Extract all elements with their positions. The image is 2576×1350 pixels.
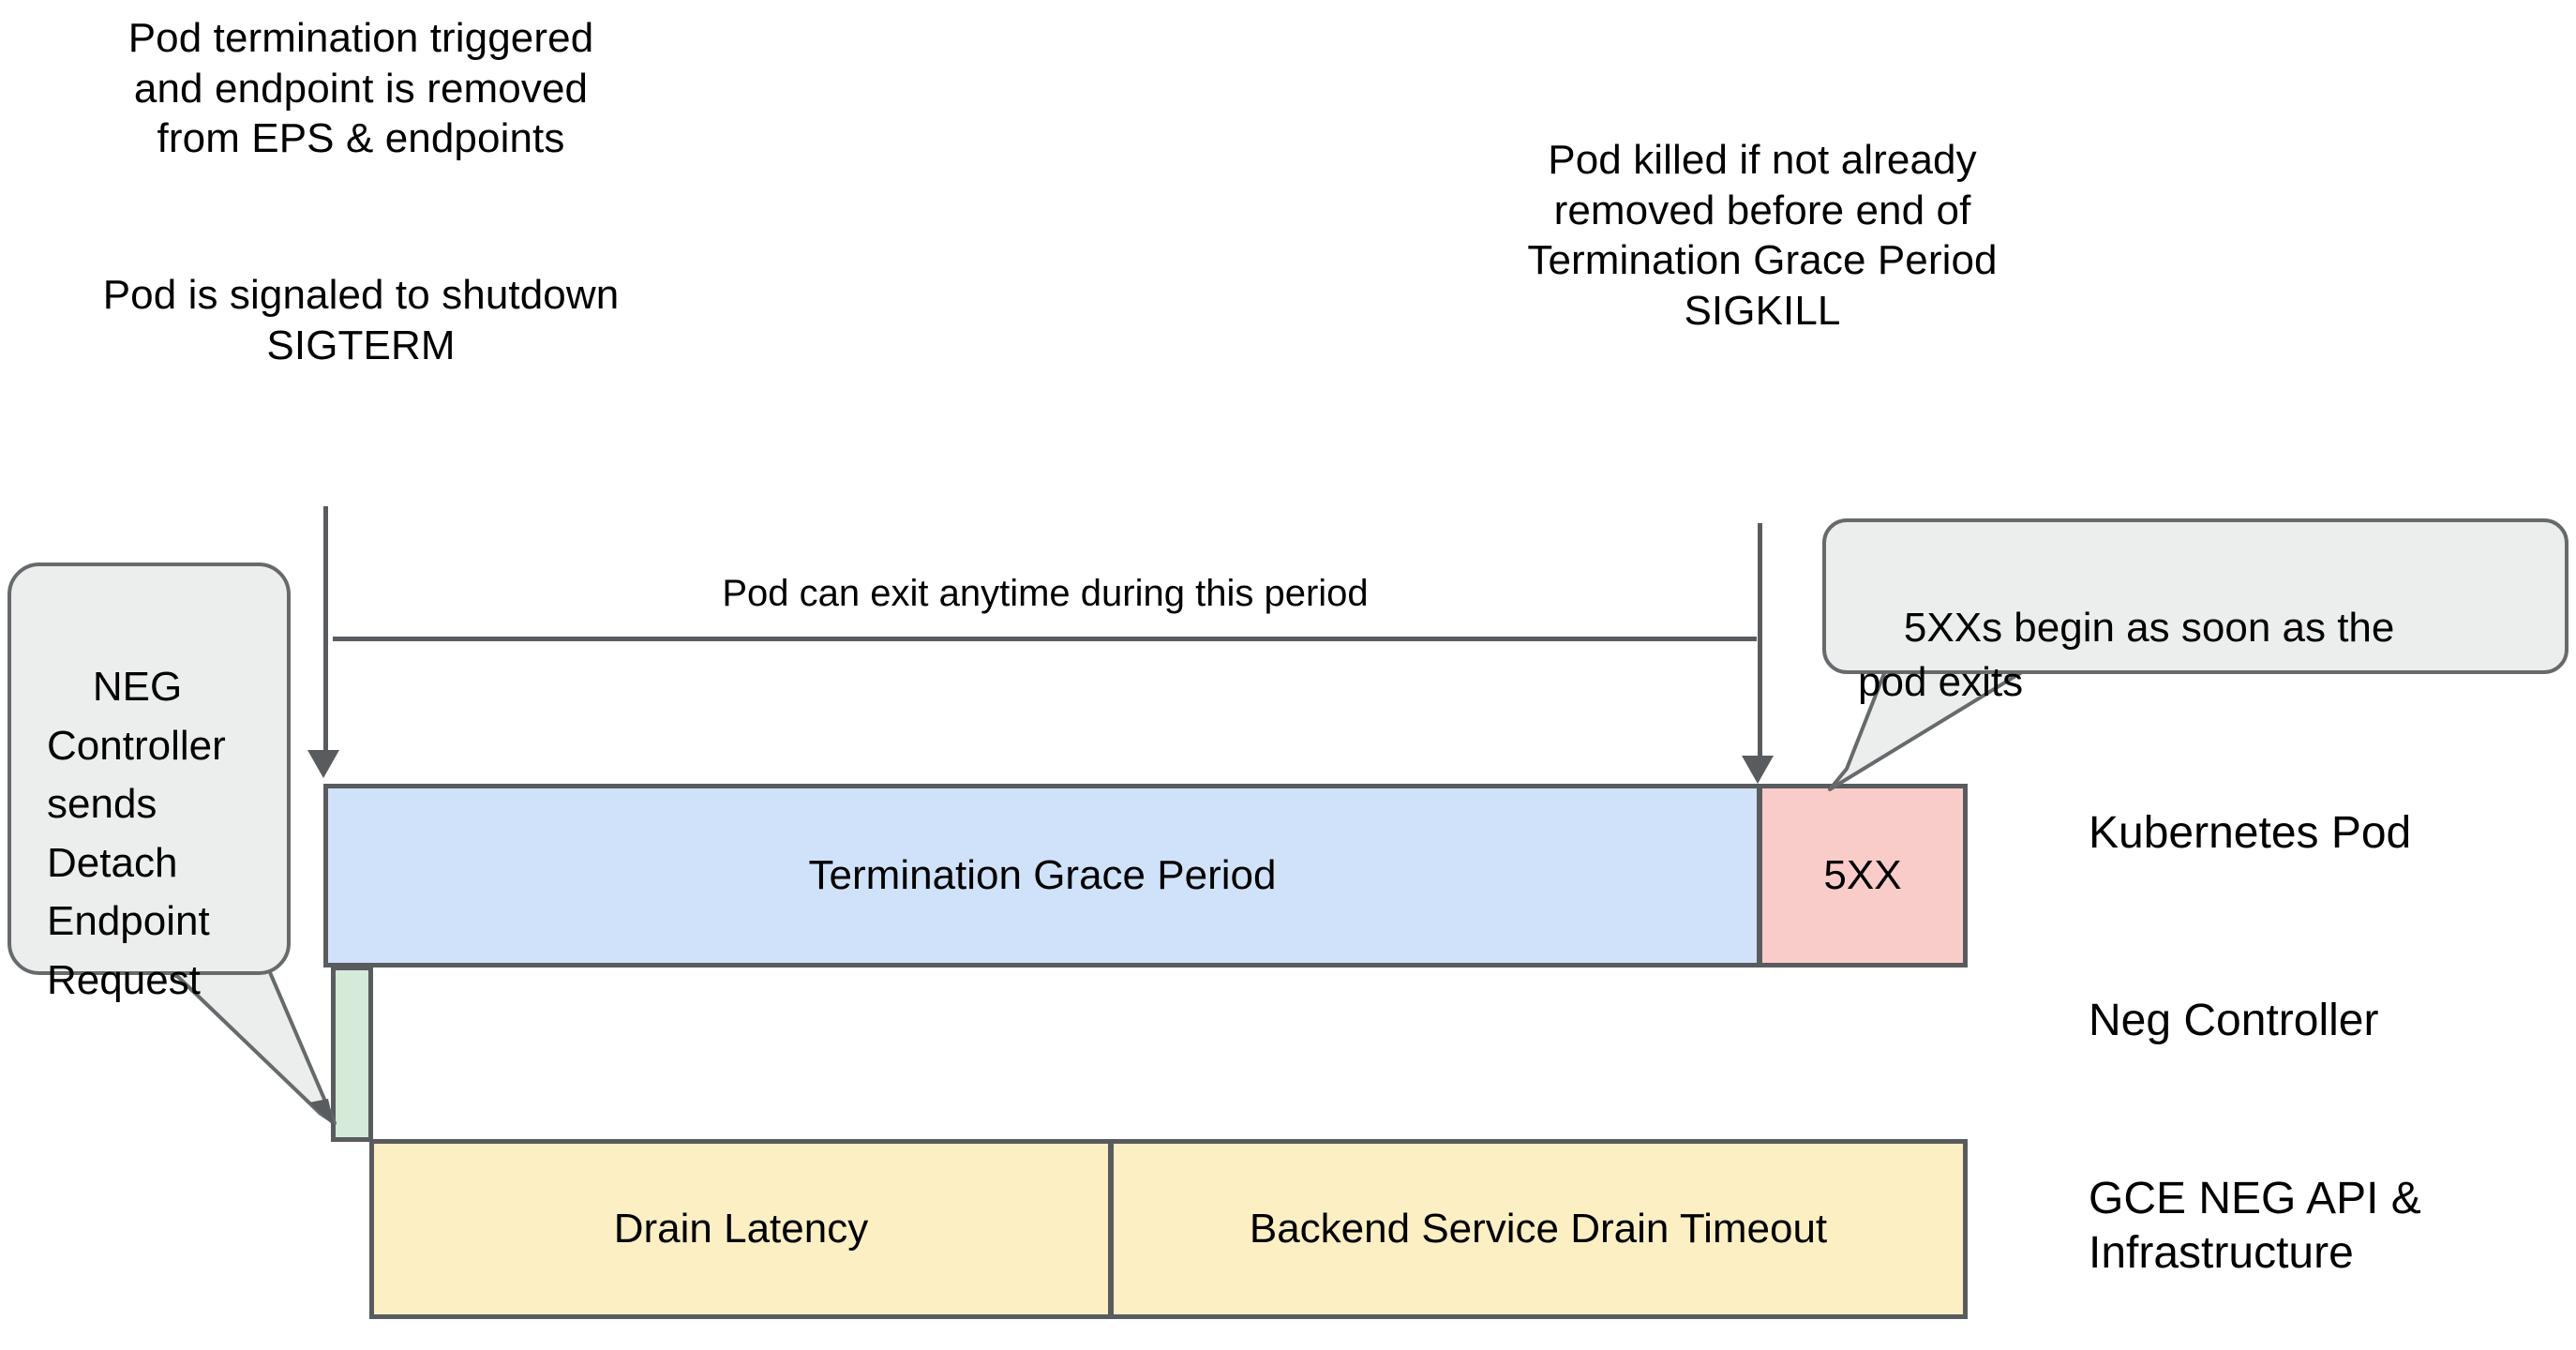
row-label-gce-neg-api: GCE NEG API & Infrastructure [2089, 1174, 2421, 1278]
note-pod-termination-triggered: Pod termination triggered and endpoint i… [127, 15, 594, 162]
callout-5xx-text: 5XXs begin as soon as the pod exits [1858, 605, 2395, 706]
bar-termination-grace-period[interactable]: Termination Grace Period [323, 784, 1761, 968]
bar-5xx-label: 5XX [1823, 852, 1902, 898]
bar-termination-grace-period-label: Termination Grace Period [808, 852, 1277, 898]
callout-neg-controller-text: NEG Controller sends Detach Endpoint Req… [47, 664, 226, 1003]
bar-drain-latency[interactable]: Drain Latency [369, 1139, 1113, 1319]
pod-exit-span-label: Pod can exit anytime during this period [722, 573, 1369, 614]
end-arrow-head-icon [1742, 756, 1774, 784]
start-arrow-shaft [323, 506, 328, 752]
row-label-kubernetes-pod: Kubernetes Pod [2089, 808, 2412, 858]
row-label-neg-controller: Neg Controller [2089, 996, 2379, 1045]
pod-exit-span-line [333, 637, 1757, 641]
end-arrow-shaft [1758, 523, 1762, 758]
bar-neg-controller[interactable] [331, 966, 373, 1142]
bar-5xx[interactable]: 5XX [1758, 784, 1968, 968]
bar-backend-service-drain-timeout[interactable]: Backend Service Drain Timeout [1109, 1139, 1968, 1319]
start-arrow-head-icon [307, 750, 339, 778]
callout-5xx[interactable]: 5XXs begin as soon as the pod exits [1822, 518, 2569, 705]
bar-drain-latency-label: Drain Latency [613, 1206, 869, 1252]
note-pod-signaled-shutdown: Pod is signaled to shutdown SIGTERM [102, 272, 620, 368]
callout-neg-controller[interactable]: NEG Controller sends Detach Endpoint Req… [7, 562, 291, 1003]
bar-backend-service-drain-timeout-label: Backend Service Drain Timeout [1249, 1206, 1828, 1252]
note-pod-killed-sigkill: Pod killed if not already removed before… [1527, 137, 1998, 335]
